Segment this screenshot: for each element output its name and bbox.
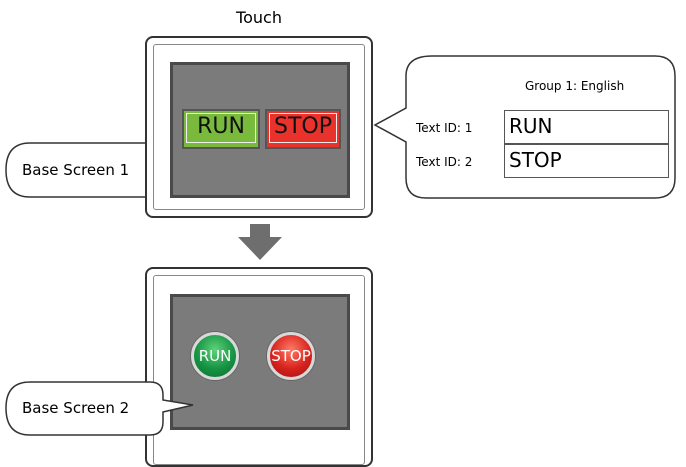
run-round-button[interactable]: RUN: [191, 332, 239, 380]
text-id-1-label: Text ID: 1: [416, 121, 473, 135]
text-id-2-value: STOP: [504, 144, 669, 178]
stop-button[interactable]: STOP: [265, 109, 341, 149]
stop-round-button-label: STOP: [271, 347, 311, 365]
base-screen-2-callout-shape: [5, 381, 194, 436]
stop-round-button[interactable]: STOP: [267, 332, 315, 380]
touch-label: Touch: [236, 8, 282, 27]
device-frame-2: RUN STOP: [145, 267, 373, 467]
base-screen-2-callout-bubble: [5, 381, 194, 436]
text-id-1-value: RUN: [504, 110, 669, 144]
run-round-button-label: RUN: [198, 347, 232, 365]
run-button-label: RUN: [186, 113, 256, 143]
base-screen-2-callout: Base Screen 2: [22, 399, 130, 417]
base-screen-1: RUN STOP: [170, 62, 350, 198]
base-screen-1-callout: Base Screen 1: [22, 161, 130, 179]
run-button[interactable]: RUN: [182, 109, 260, 149]
stop-button-label: STOP: [269, 113, 337, 143]
device-frame-1: RUN STOP: [145, 36, 373, 218]
group-header: Group 1: English: [525, 79, 625, 93]
text-id-2-label: Text ID: 2: [416, 155, 473, 169]
base-screen-2: RUN STOP: [170, 294, 350, 430]
down-arrow-icon: [238, 224, 282, 260]
device-inner-frame-1: [153, 44, 365, 210]
